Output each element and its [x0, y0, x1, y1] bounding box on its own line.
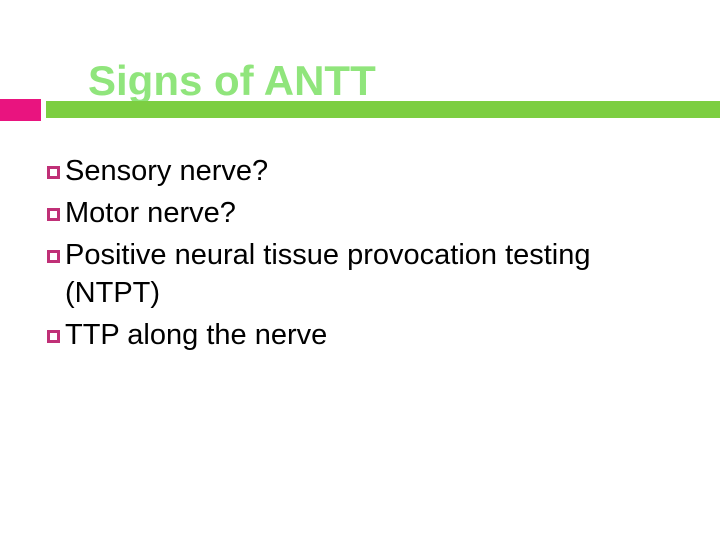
- bullet-item: Positive neural tissue provocation testi…: [47, 236, 657, 312]
- bullet-text: Positive neural tissue provocation testi…: [65, 239, 591, 309]
- bullet-text: Sensory nerve?: [65, 155, 269, 187]
- bullet-item: Motor nerve?: [47, 194, 657, 232]
- title-divider-green-bar: [46, 101, 720, 118]
- square-bullet-icon: [47, 250, 60, 263]
- bullet-item: TTP along the nerve: [47, 316, 657, 354]
- bullet-item: Sensory nerve?: [47, 152, 657, 190]
- bullet-text: TTP along the nerve: [65, 319, 328, 351]
- square-bullet-icon: [47, 166, 60, 179]
- square-bullet-icon: [47, 208, 60, 221]
- title-accent-pink-block: [0, 99, 41, 121]
- bullet-list: Sensory nerve? Motor nerve? Positive neu…: [47, 152, 657, 358]
- slide-title: Signs of ANTT: [88, 57, 376, 105]
- square-bullet-icon: [47, 330, 60, 343]
- bullet-text: Motor nerve?: [65, 197, 236, 229]
